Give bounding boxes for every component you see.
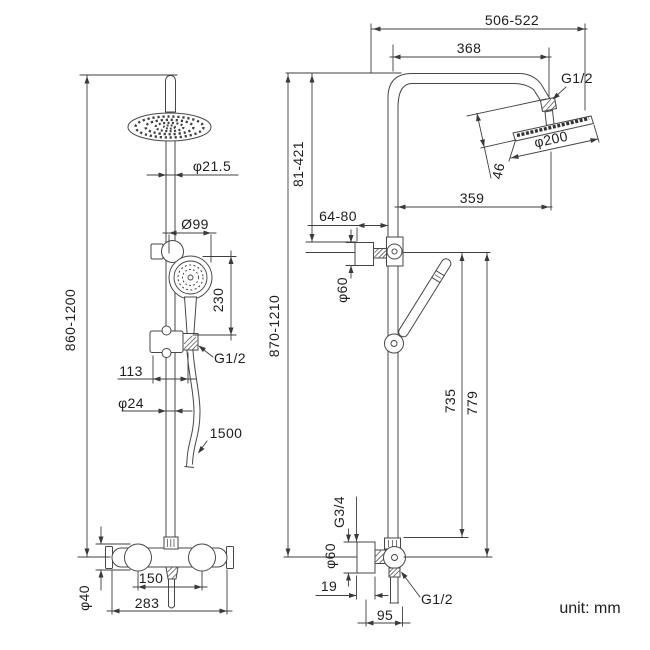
unit-note: unit: mm [559,600,620,617]
dim-outlet-center-height: 779 [464,391,480,416]
shower-head-side [512,115,595,142]
dim-valve-depth: 95 [377,607,393,623]
wall-bracket-upper [150,240,184,263]
valve-side [356,537,406,604]
wall-bracket-side [354,236,404,267]
overhead-shower [127,112,212,142]
dim-hand-shower-length: 230 [210,288,226,313]
hand-shower [168,255,213,340]
slider-clamp [149,325,199,358]
dim-valve-body-diameter: φ40 [76,585,92,611]
dim-bracket-diameter: φ60 [334,277,350,303]
dim-riser-diameter: φ24 [118,395,144,411]
side-view: 870-1210 81-421 506-522 368 G1/2 φ200 4 [266,12,600,627]
dim-head-thickness: 46 [489,161,508,180]
dim-valve-plate-diameter: φ60 [322,543,338,569]
dim-inlet-spacing: 150 [139,570,164,586]
dim-hose-length: 1500 [210,425,243,441]
dim-plate-thickness: 19 [321,578,337,594]
dim-overall-depth: 506-522 [485,12,539,28]
dim-handle-center-height: 735 [442,389,458,414]
dim-height-adjustment: 81-421 [290,141,306,187]
wall-plate [356,541,376,574]
valve-knob-left [124,543,152,572]
dim-hand-shower-diameter: Ø99 [181,216,209,232]
front-view-dimensions: 860-1200 φ21.5 Ø99 230 G1/2 113 φ24 [62,74,246,615]
valve-knob-right [188,543,216,572]
head-stem [544,109,555,127]
valve-body-side [383,546,406,569]
dim-head-diameter: φ200 [533,128,570,151]
outlet-connector [388,567,401,578]
dim-top-pipe-diameter: φ21.5 [193,158,231,174]
shower-hose [184,350,201,469]
dim-arm-reach: 368 [457,40,482,56]
side-view-dimensions: 870-1210 81-421 506-522 368 G1/2 φ200 4 [266,12,600,627]
slider-ball [384,333,404,354]
dim-valve-width: 283 [135,595,160,611]
dim-overall-height-front: 860-1200 [62,289,78,351]
label-outlet-thread: G1/2 [421,591,453,607]
dim-slider-offset: 113 [119,363,143,379]
label-slider-thread: G1/2 [214,350,246,366]
hand-shower-handle [183,296,198,340]
dim-bracket-depth: 64-80 [319,208,357,224]
shower-arm [387,73,558,539]
label-head-thread: G1/2 [561,70,593,86]
pipe-top-cap [165,74,176,113]
hand-shower-side [384,258,452,354]
thermostatic-valve [105,536,234,609]
label-inlet-thread: G3/4 [331,496,347,528]
front-view: 860-1200 φ21.5 Ø99 230 G1/2 113 φ24 [62,74,246,615]
dim-overall-height-side: 870-1210 [266,295,282,357]
dim-head-center-reach: 359 [460,190,485,206]
